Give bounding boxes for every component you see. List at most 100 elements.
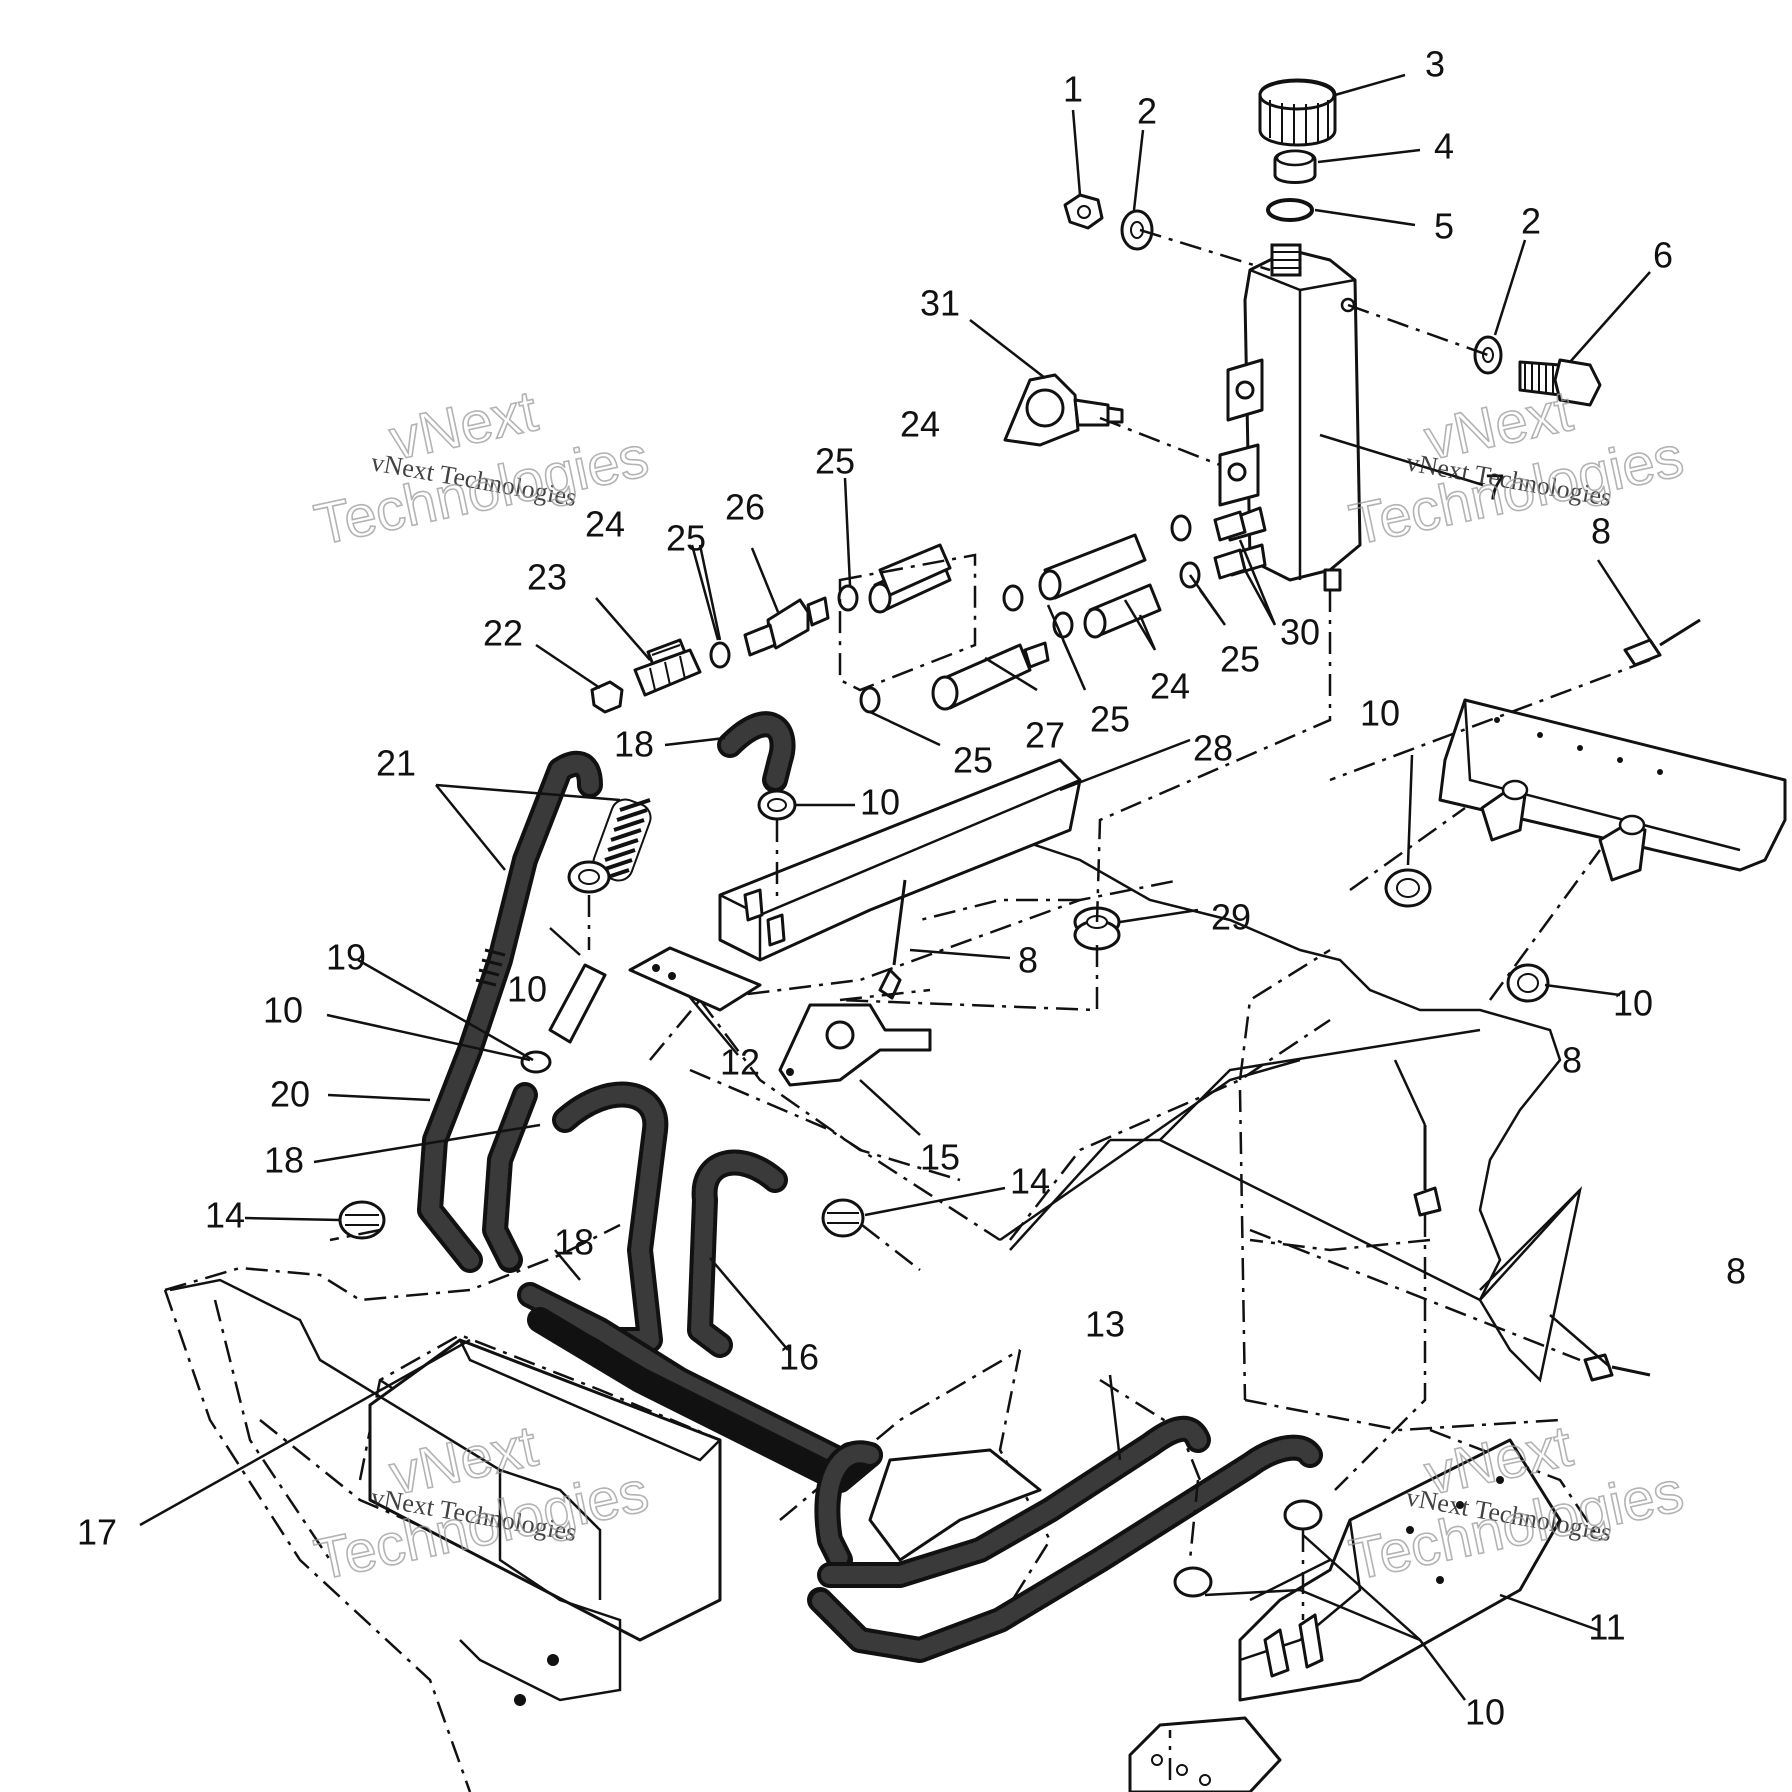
callout-20: 20 [270, 1074, 310, 1115]
callout-2-top: 2 [1137, 91, 1157, 132]
hose-19 [482, 1082, 538, 1273]
hose-24-inline [878, 543, 952, 597]
callout-25-top: 25 [815, 441, 855, 482]
callout-23: 23 [527, 557, 567, 598]
rivet-8-top [878, 879, 907, 1000]
hose-18-upper [717, 711, 796, 793]
cap-o-ring [1266, 198, 1314, 222]
callout-25-bottom: 25 [953, 740, 993, 781]
callout-8-right-mid: 8 [1562, 1040, 1582, 1081]
oil-level-sensor [1003, 373, 1124, 447]
oil-pump-rail-28 [718, 758, 1082, 962]
rivet-8-lower [1583, 1353, 1651, 1382]
callout-7: 7 [1485, 467, 1505, 508]
clamps-25 [709, 514, 1201, 714]
washer-2-right [1473, 335, 1503, 375]
bracket-12 [628, 946, 762, 1012]
clamp-10-b [567, 860, 611, 894]
callout-10-bottom: 10 [1465, 1692, 1505, 1733]
callout-labels: 1 2 3 4 5 2 6 31 7 8 24 25 24 26 25 23 2… [77, 44, 1746, 1733]
leader-lines [139, 73, 1652, 1701]
watermark-top-right: vNext Technologies vNext Technologies [1343, 378, 1689, 559]
clamp-10-f [1173, 1499, 1323, 1598]
callout-2-right: 2 [1521, 201, 1541, 242]
callout-12: 12 [720, 1042, 760, 1083]
callout-15: 15 [920, 1137, 960, 1178]
callout-19: 19 [326, 937, 366, 978]
callout-10-top: 10 [860, 782, 900, 823]
callout-14-left: 14 [205, 1195, 245, 1236]
callout-26: 26 [725, 487, 765, 528]
bolt-6 [1518, 358, 1602, 407]
callout-22: 22 [483, 613, 523, 654]
callout-18-lower: 18 [554, 1222, 594, 1263]
callout-17: 17 [77, 1512, 117, 1553]
bracket-15 [778, 1003, 932, 1087]
callout-10-right: 10 [1613, 983, 1653, 1024]
fitting-22 [590, 680, 624, 714]
callout-11: 11 [1588, 1607, 1625, 1648]
hose-24-lower [1083, 583, 1162, 639]
bracket-bottom [1128, 1716, 1282, 1792]
callout-18-mid: 18 [264, 1140, 304, 1181]
rivet-8-mid [1413, 1125, 1442, 1217]
filter-26 [743, 596, 830, 657]
hose-18-lower [552, 1081, 669, 1353]
callout-10-mid: 10 [507, 969, 547, 1010]
callout-3: 3 [1425, 44, 1445, 85]
hose-13 [807, 1415, 1323, 1663]
clamp-10-a [757, 789, 797, 821]
washer-2-left [1120, 209, 1154, 251]
clamp-14-right [821, 1198, 865, 1238]
chassis-phantom-outline [163, 878, 1602, 1792]
callout-1: 1 [1063, 69, 1083, 110]
callout-24-mid: 24 [1150, 666, 1190, 707]
clamp-10-d [1384, 868, 1432, 908]
callout-27: 27 [1025, 715, 1065, 756]
callout-21: 21 [376, 743, 416, 784]
callout-5: 5 [1434, 206, 1454, 247]
hose-16 [687, 1149, 788, 1358]
tunnel-plate [169, 1278, 1042, 1706]
callout-8-right: 8 [1591, 511, 1611, 552]
hose-20 [417, 750, 603, 1273]
callout-31: 31 [920, 283, 960, 324]
hose-18-mid [517, 1282, 853, 1473]
callout-25-mid: 25 [1220, 639, 1260, 680]
callout-25-lower: 25 [1090, 699, 1130, 740]
callout-16: 16 [779, 1337, 819, 1378]
oil-tank [1218, 243, 1362, 592]
rivet-8-right [1623, 618, 1701, 667]
mount-plate-upper [1438, 698, 1787, 882]
callout-8-mid: 8 [1018, 940, 1038, 981]
hose-lower-loop [527, 1307, 883, 1573]
callout-10-upper-right: 10 [1360, 693, 1400, 734]
callout-30: 30 [1280, 612, 1320, 653]
callout-24-left: 24 [585, 504, 625, 545]
callout-6: 6 [1653, 235, 1673, 276]
assembly-lines [329, 228, 1651, 1780]
fitting-19 [548, 963, 607, 1044]
callout-25-left: 25 [666, 518, 706, 559]
callout-24-top: 24 [900, 404, 940, 445]
callout-14-right: 14 [1010, 1161, 1050, 1202]
callout-18-top: 18 [614, 724, 654, 765]
callout-8-lower: 8 [1726, 1251, 1746, 1292]
clamp-10-e [1506, 963, 1550, 1003]
mount-plate-11 [1238, 1438, 1562, 1702]
cap-gasket [1273, 149, 1317, 184]
check-valve-23 [633, 648, 702, 697]
callout-13: 13 [1085, 1304, 1125, 1345]
callout-10-left: 10 [263, 990, 303, 1031]
tank-cap [1258, 78, 1337, 147]
callout-28: 28 [1193, 728, 1233, 769]
body-panel [999, 838, 1583, 1383]
filter-27 [931, 641, 1050, 711]
hose-24-upper [1038, 533, 1147, 601]
spring-21 [475, 798, 652, 987]
nut-1 [1063, 193, 1104, 230]
tank-fittings-30 [1213, 510, 1247, 580]
callout-4: 4 [1434, 126, 1454, 167]
callout-29: 29 [1211, 897, 1251, 938]
